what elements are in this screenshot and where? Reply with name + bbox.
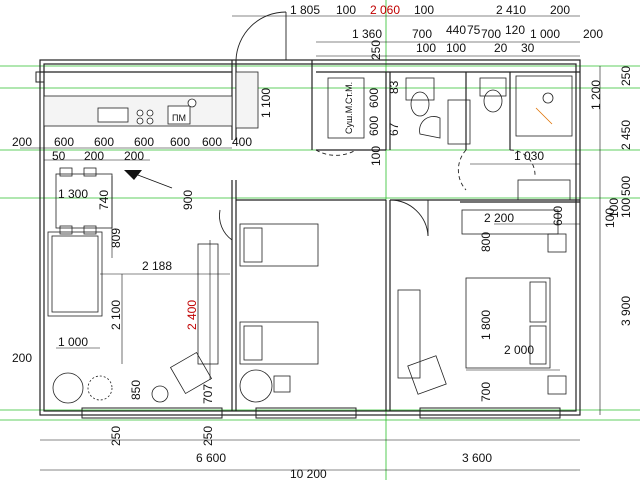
dim-top-100b: 100 bbox=[414, 3, 434, 17]
stove-label: ПМ bbox=[172, 113, 186, 123]
kitchen-counter bbox=[43, 71, 259, 129]
dim-top2-200: 200 bbox=[583, 27, 603, 41]
dim-top2-1000: 1 000 bbox=[530, 27, 560, 41]
windows bbox=[35, 71, 561, 419]
dim-700: 700 bbox=[479, 382, 493, 402]
north-arrow bbox=[124, 170, 173, 189]
dim-top3-100a: 100 bbox=[416, 41, 436, 55]
dim-bottom-10200: 10 200 bbox=[290, 467, 327, 480]
dim-top2-700b: 700 bbox=[481, 27, 501, 41]
dim-2000: 2 000 bbox=[504, 343, 534, 357]
dim-top2-1360: 1 360 bbox=[352, 27, 382, 41]
dim-2100: 2 100 bbox=[109, 300, 123, 330]
dim-707: 707 bbox=[201, 384, 215, 404]
washer-label: Ст.М. bbox=[344, 82, 354, 104]
dim-left-600e: 600 bbox=[202, 135, 222, 149]
dim-top3-30: 30 bbox=[521, 41, 535, 55]
dim-67: 67 bbox=[387, 122, 401, 136]
doors bbox=[219, 11, 536, 241]
dim-200-side: 200 bbox=[12, 351, 32, 365]
dim-top2-120: 120 bbox=[505, 23, 525, 37]
dim-top-2410: 2 410 bbox=[496, 3, 526, 17]
double-bed bbox=[397, 233, 567, 395]
dim-1800: 1 800 bbox=[479, 310, 493, 340]
dim-left-600a: 600 bbox=[54, 135, 74, 149]
dim-top2-700a: 700 bbox=[412, 27, 432, 41]
dim-900: 900 bbox=[181, 190, 195, 210]
dim-left2-200b: 200 bbox=[124, 149, 144, 163]
dim-right-250: 250 bbox=[619, 66, 633, 86]
dim-bottom-250b: 250 bbox=[201, 426, 215, 446]
dim-1000: 1 000 bbox=[58, 335, 88, 349]
dim-100a: 100 bbox=[369, 146, 383, 166]
dim-top3-20: 20 bbox=[494, 41, 508, 55]
dim-left-600d: 600 bbox=[170, 135, 190, 149]
dim-top3-100b: 100 bbox=[446, 41, 466, 55]
dimension-lines bbox=[20, 15, 601, 471]
dim-bottom-250a: 250 bbox=[109, 426, 123, 446]
dim-left2-200a: 200 bbox=[84, 149, 104, 163]
bathroom-fixtures bbox=[327, 75, 573, 235]
dim-left-600c: 600 bbox=[134, 135, 154, 149]
living-furniture bbox=[52, 243, 219, 404]
dim-left2-50: 50 bbox=[52, 149, 66, 163]
dim-1300: 1 300 bbox=[58, 187, 88, 201]
dim-top2-75: 75 bbox=[467, 23, 481, 37]
dim-1030: 1 030 bbox=[514, 149, 544, 163]
dim-left-600b: 600 bbox=[94, 135, 114, 149]
twin-beds bbox=[239, 223, 319, 403]
dim-600c: 600 bbox=[551, 206, 565, 226]
dim-850: 850 bbox=[129, 380, 143, 400]
dim-2188: 2 188 bbox=[142, 259, 172, 273]
dim-800: 800 bbox=[479, 232, 493, 252]
dim-600a: 600 bbox=[367, 88, 381, 108]
dim-right-100b: 100 bbox=[619, 198, 633, 218]
dim-2400: 2 400 bbox=[185, 300, 199, 330]
dim-left-400: 400 bbox=[232, 135, 252, 149]
dim-bottom-6600: 6 600 bbox=[196, 451, 226, 465]
dim-right-3900: 3 900 bbox=[619, 296, 633, 326]
dim-2200: 2 200 bbox=[484, 211, 514, 225]
dim-left-200: 200 bbox=[12, 135, 32, 149]
dim-809: 809 bbox=[109, 228, 123, 248]
dim-83: 83 bbox=[387, 80, 401, 94]
dim-top-100a: 100 bbox=[336, 3, 356, 17]
dim-1100: 1 100 bbox=[259, 88, 273, 118]
dim-600b: 600 bbox=[367, 116, 381, 136]
dim-right-1200: 1 200 bbox=[589, 80, 603, 110]
dim-right-100a: 100 bbox=[607, 198, 621, 218]
dim-740: 740 bbox=[97, 190, 111, 210]
dim-top-200: 200 bbox=[550, 3, 570, 17]
dim-top-2060: 2 060 bbox=[370, 3, 400, 17]
dim-top-1805: 1 805 bbox=[290, 3, 320, 17]
dryer-label: Суш.М. bbox=[344, 103, 354, 134]
dim-100b: 100 bbox=[603, 208, 617, 228]
dim-top2-440: 440 bbox=[446, 23, 466, 37]
dim-right-500: 500 bbox=[619, 176, 633, 196]
dim-bottom-3600: 3 600 bbox=[462, 451, 492, 465]
dim-right-2450: 2 450 bbox=[619, 120, 633, 150]
dim-top3-250: 250 bbox=[369, 40, 383, 60]
sofa bbox=[47, 231, 103, 317]
